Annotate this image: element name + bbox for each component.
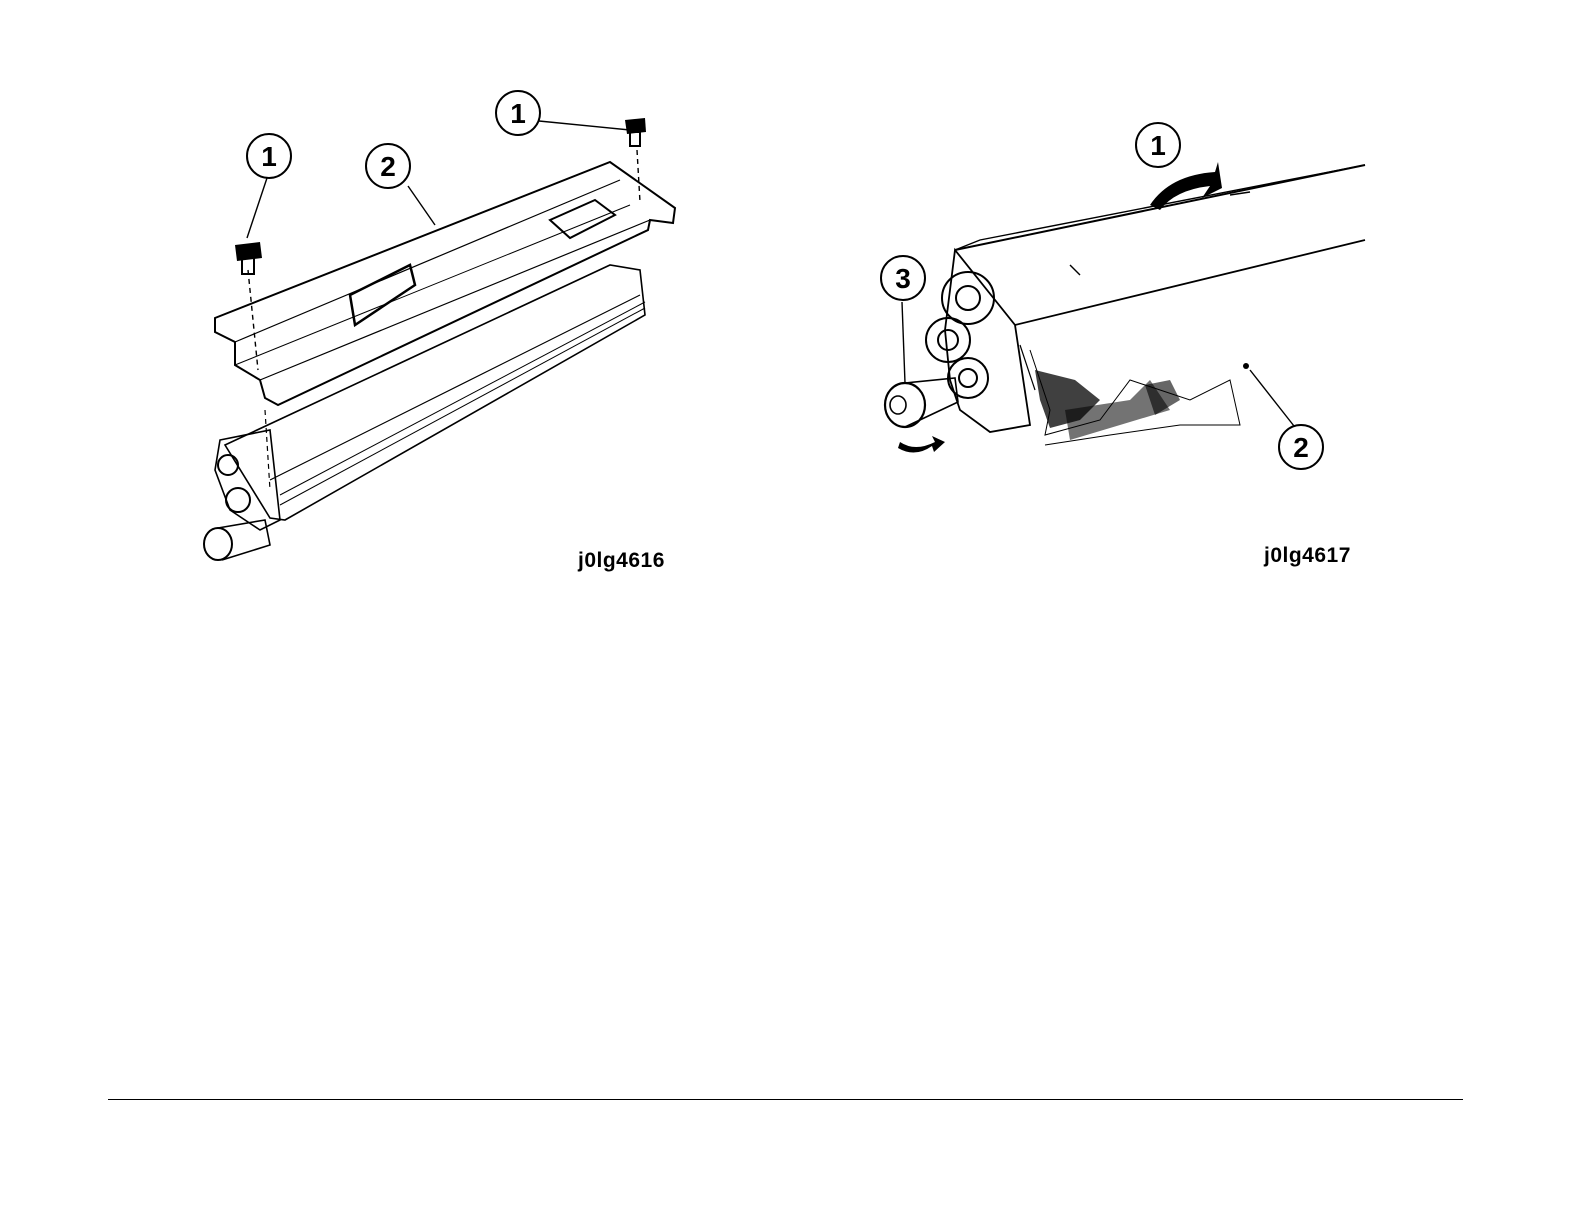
bracket-handle <box>350 265 415 325</box>
callout-3: 3 <box>881 256 925 300</box>
knob-icon <box>885 378 958 427</box>
cartridge-body <box>225 265 645 520</box>
svg-text:1: 1 <box>1150 130 1166 161</box>
callout-1-left: 1 <box>247 134 291 178</box>
footer-divider <box>108 1099 1463 1100</box>
screw-icon <box>625 118 646 146</box>
knob-icon <box>204 528 232 560</box>
screw-icon <box>235 242 262 274</box>
figure-left-bracket-removal: 1 1 2 j0lg4616 <box>190 80 690 580</box>
svg-text:2: 2 <box>380 151 396 182</box>
svg-text:2: 2 <box>1293 432 1309 463</box>
cartridge-illustration: 1 2 3 <box>870 80 1390 580</box>
figure-id-label: j0lg4617 <box>1264 544 1351 568</box>
svg-text:1: 1 <box>510 98 526 129</box>
figure-right-cartridge-rotation: 1 2 3 j0lg4617 <box>870 80 1390 580</box>
figure-id-label: j0lg4616 <box>578 549 665 573</box>
callout-1: 1 <box>1136 123 1180 167</box>
turn-arrow-icon <box>898 436 945 453</box>
callout-1-right: 1 <box>496 91 540 135</box>
callout-2: 2 <box>1279 425 1323 469</box>
callout-2: 2 <box>366 144 410 188</box>
bracket-plate <box>215 162 675 405</box>
gear-icon <box>218 455 238 475</box>
bracket-illustration: 1 1 2 <box>190 80 690 580</box>
toner-spill <box>1035 370 1180 440</box>
svg-text:1: 1 <box>261 141 277 172</box>
gear-icon <box>226 488 250 512</box>
svg-text:3: 3 <box>895 263 911 294</box>
